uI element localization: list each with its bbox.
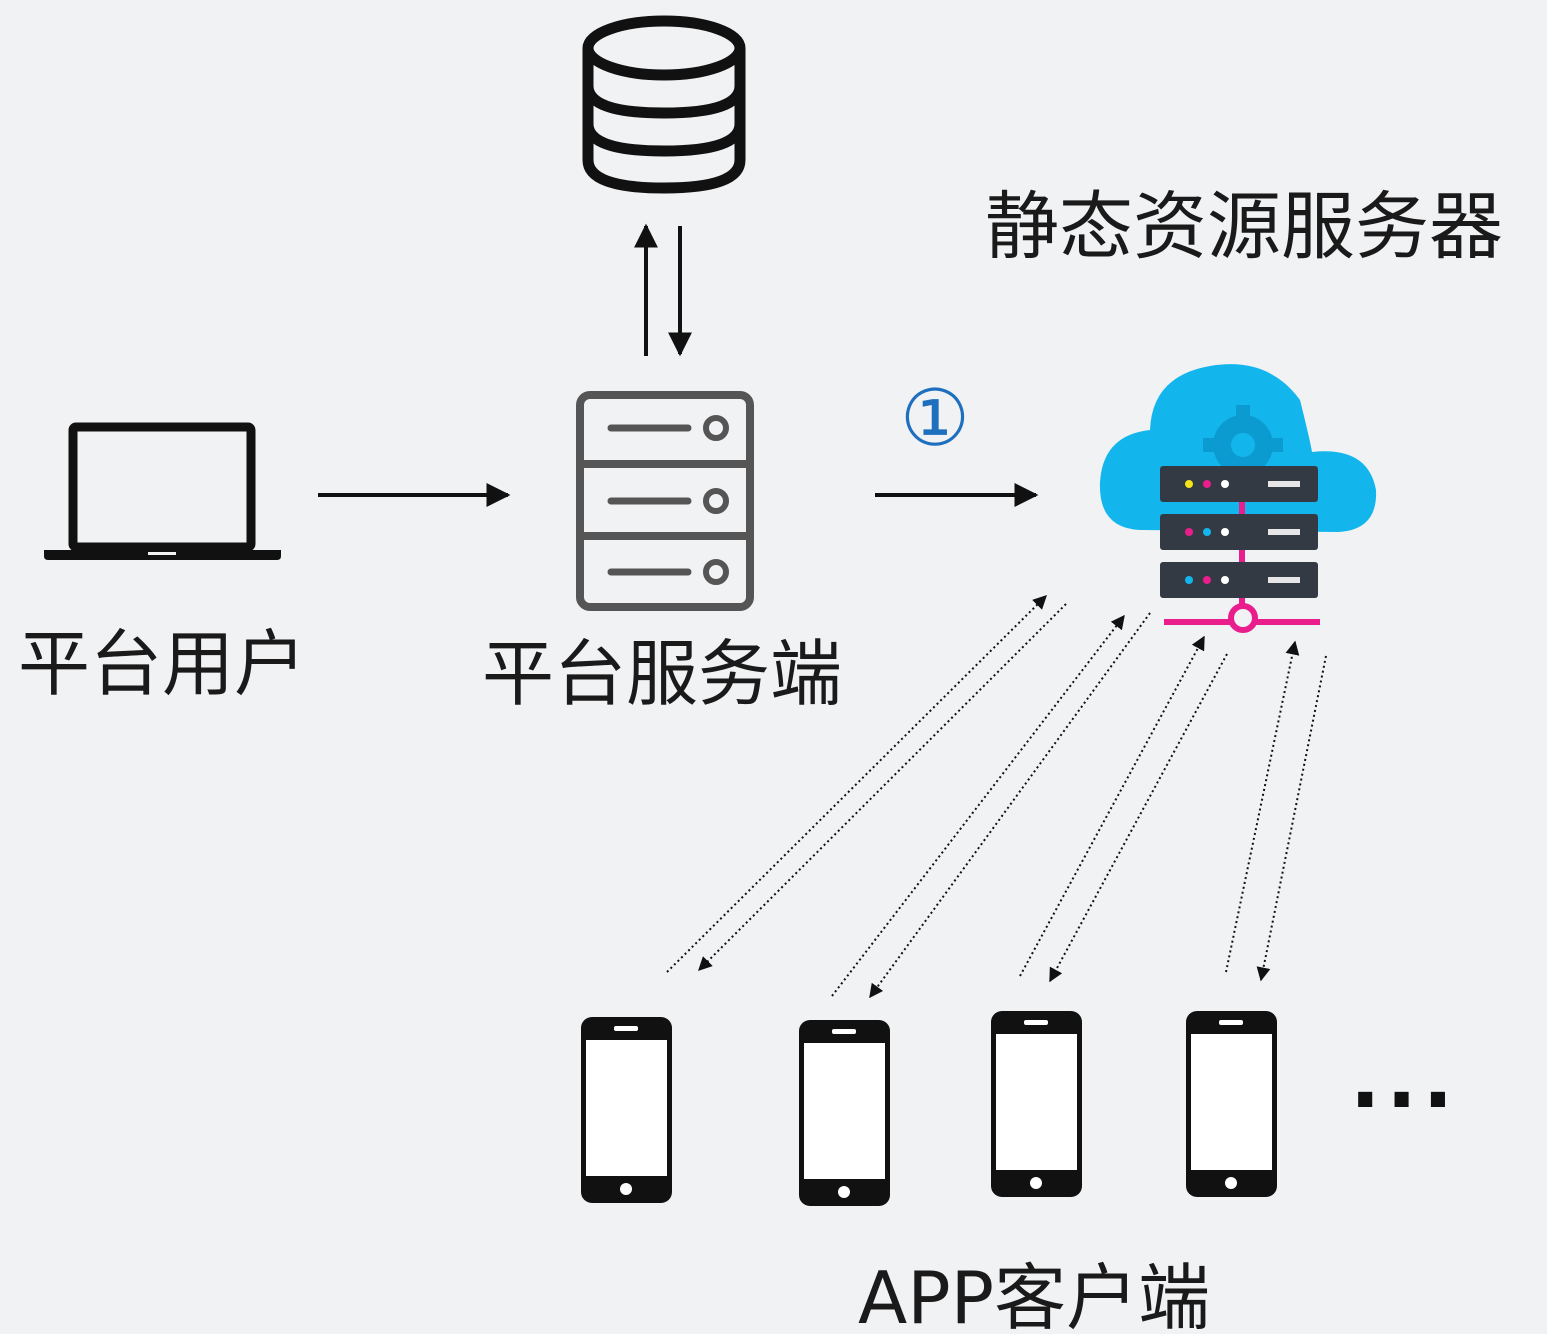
client-sync-arrows [666, 595, 1327, 999]
platform-server-label: 平台服务端 [482, 632, 843, 716]
smartphone-icon [581, 1017, 672, 1203]
db-server-arrows [634, 223, 692, 357]
smartphone-icon [991, 1011, 1082, 1197]
server-rack-icon [576, 391, 754, 611]
step-marker: ① [900, 374, 970, 464]
app-client-label: APP客户端 [858, 1256, 1211, 1334]
static-server-label: 静态资源服务器 [985, 184, 1503, 270]
platform-user-label: 平台用户 [18, 622, 307, 706]
cloud-server-icon [1099, 364, 1377, 633]
database-icon [582, 15, 746, 194]
laptop-icon [44, 422, 281, 560]
smartphone-icon [1186, 1011, 1277, 1197]
smartphone-icon [799, 1020, 890, 1206]
more-clients-ellipsis: ... [1350, 1033, 1460, 1126]
